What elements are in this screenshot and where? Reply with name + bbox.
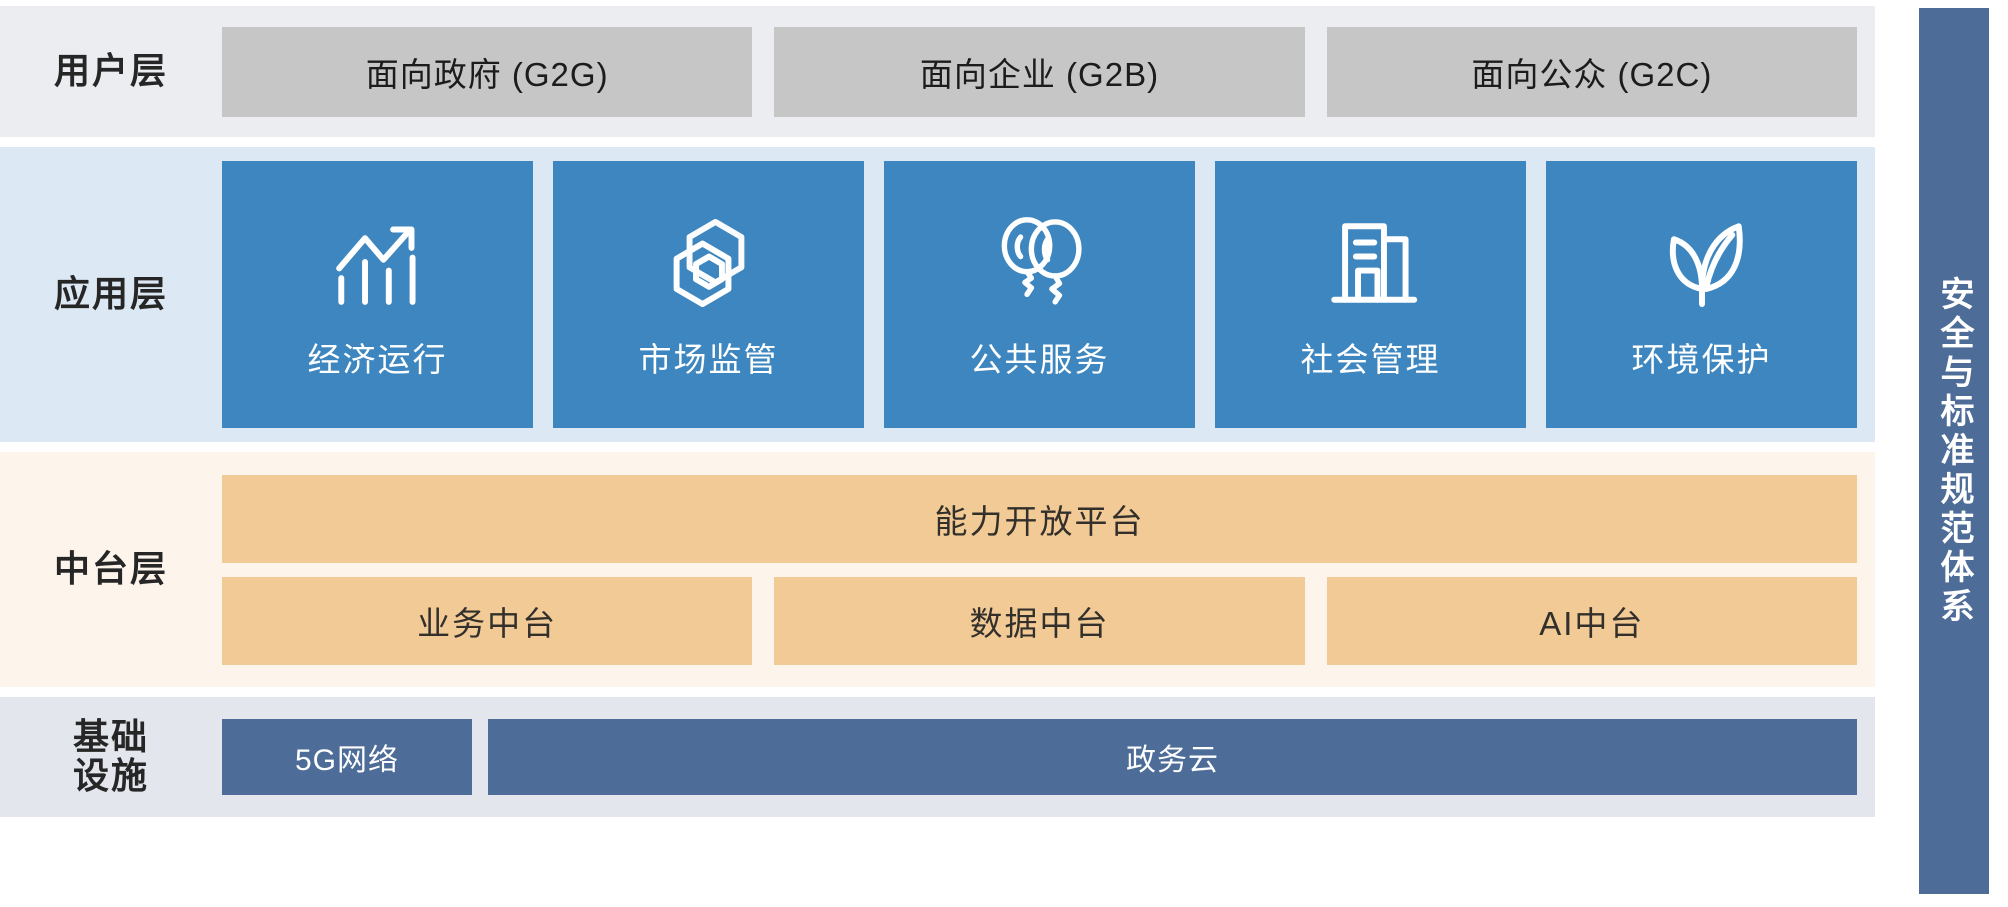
mid-card-ai[interactable]: AI中台 xyxy=(1326,576,1857,665)
layer-infrastructure-label-line2: 设施 xyxy=(72,755,149,796)
layer-infrastructure-label-line1: 基础 xyxy=(72,716,149,758)
hexagon-cube-icon xyxy=(655,209,763,317)
layer-middle-platform-label: 中台层 xyxy=(53,548,168,590)
app-card-economy[interactable]: 经济运行 xyxy=(222,161,533,428)
buildings-icon xyxy=(1317,209,1425,317)
security-standards-band: 安全与标准规范体系 xyxy=(1919,8,1989,894)
app-card-market-regulation-label: 市场监管 xyxy=(638,340,779,378)
layer-application: 应用层 经济运行 xyxy=(0,147,1875,442)
leaf-icon xyxy=(1648,209,1756,317)
app-card-economy-label: 经济运行 xyxy=(307,340,448,378)
layer-middle-platform-cards: 能力开放平台 业务中台 数据中台 AI中台 xyxy=(222,452,1875,687)
layer-infrastructure: 基础 设施 5G网络 政务云 xyxy=(0,697,1875,817)
layer-user: 用户层 面向政府 (G2G) 面向企业 (G2B) 面向公众 (G2C) xyxy=(0,6,1875,137)
security-standards-band-label: 安全与标准规范体系 xyxy=(1935,275,1973,627)
layer-application-cards: 经济运行 市场监管 xyxy=(222,161,1875,428)
app-card-environment[interactable]: 环境保护 xyxy=(1546,161,1857,428)
user-card-g2b[interactable]: 面向企业 (G2B) xyxy=(774,26,1305,117)
layer-user-label: 用户层 xyxy=(53,50,168,92)
infra-card-government-cloud[interactable]: 政务云 xyxy=(488,719,1857,795)
layer-stack: 用户层 面向政府 (G2G) 面向企业 (G2B) 面向公众 (G2C) 应用层 xyxy=(0,6,1875,817)
mid-card-business[interactable]: 业务中台 xyxy=(222,576,753,665)
layer-user-cards: 面向政府 (G2G) 面向企业 (G2B) 面向公众 (G2C) xyxy=(222,6,1875,137)
user-card-g2c[interactable]: 面向公众 (G2C) xyxy=(1326,26,1857,117)
layer-application-label: 应用层 xyxy=(53,273,168,315)
infra-card-5g-network[interactable]: 5G网络 xyxy=(222,719,472,795)
layer-infrastructure-cards: 5G网络 政务云 xyxy=(222,719,1875,795)
balloons-icon xyxy=(986,209,1094,317)
mid-card-capability-platform[interactable]: 能力开放平台 xyxy=(222,474,1857,563)
app-card-public-service[interactable]: 公共服务 xyxy=(884,161,1195,428)
app-card-market-regulation[interactable]: 市场监管 xyxy=(553,161,864,428)
app-card-public-service-label: 公共服务 xyxy=(969,340,1110,378)
layer-middle-platform: 中台层 能力开放平台 业务中台 数据中台 AI中台 xyxy=(0,452,1875,687)
app-card-social-management-label: 社会管理 xyxy=(1300,340,1441,378)
app-card-social-management[interactable]: 社会管理 xyxy=(1215,161,1526,428)
app-card-environment-label: 环境保护 xyxy=(1631,340,1772,378)
growth-chart-icon xyxy=(324,209,432,317)
user-card-g2g[interactable]: 面向政府 (G2G) xyxy=(222,26,753,117)
layer-infrastructure-label: 基础 设施 xyxy=(0,716,222,796)
mid-card-data[interactable]: 数据中台 xyxy=(774,576,1305,665)
mid-card-row: 业务中台 数据中台 AI中台 xyxy=(222,576,1857,665)
